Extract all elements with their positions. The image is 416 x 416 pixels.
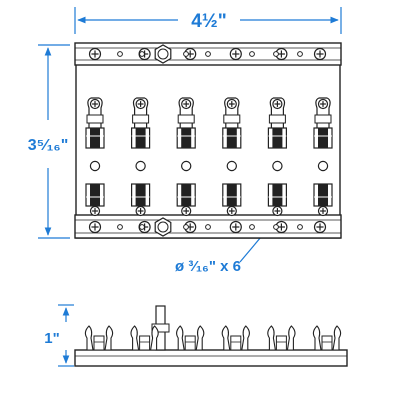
side-view [74,305,348,367]
base-plate [75,43,341,239]
top-bus-hole [273,51,279,57]
bottom-bus-screw-icon [229,220,242,234]
top-bus-screw-icon [184,47,197,61]
side-fuse-clip [312,325,342,351]
bottom-bus-hole [205,224,211,230]
lower-fuse-clip [131,183,151,217]
mounting-hole [317,160,329,172]
clip-screw-icon [89,98,101,110]
lower-fuse-clip [222,183,242,217]
bottom-bus-hole [249,224,255,230]
upper-fuse-clip [85,97,105,149]
side-fuse-clip [221,325,250,351]
top-bus-screw-icon [229,47,242,61]
lower-fuse-clip [85,183,105,217]
bottom-bus-hole [139,224,145,230]
upper-fuse-clip [313,97,333,149]
clip-screw-icon [272,205,283,217]
top-bus-hole [249,51,255,57]
lower-fuse-clip [176,183,196,217]
side-fuse-clip [84,325,114,351]
mounting-hole [135,160,146,172]
mounting-hole [272,160,283,172]
clip-screw-icon [135,205,146,217]
upper-fuse-clip [267,97,287,149]
top-bus-end-screw-icon [88,47,102,61]
bottom-center-hex-nut [154,217,172,237]
bottom-bus-hole [183,224,189,230]
bottom-bus-hole [297,224,303,230]
clip-screw-icon [317,205,329,217]
clip-screw-icon [317,98,329,110]
clip-screw-icon [181,98,192,110]
mounting-hole [180,160,192,172]
bottom-bus-end-screw-icon [313,220,327,234]
top-view [74,42,342,239]
side-fuse-clip [176,325,205,351]
side-height-dimension-label: 1" [44,330,59,347]
bottom-bus-hole [117,224,123,230]
top-bus-bar [74,42,342,66]
top-bus-hole [117,51,123,57]
bottom-bus-bar [74,214,342,239]
clip-screw-icon [226,98,237,110]
mounting-holes [89,160,329,172]
bottom-bus-hole [273,224,279,230]
mounting-hole [226,160,237,172]
top-bus-screws [88,44,327,64]
top-bus-hole [139,51,145,57]
lower-fuse-clip [267,183,287,217]
side-stud-nut [151,323,170,333]
top-bus-end-screw-icon [313,47,327,61]
top-center-hex-nut [154,44,172,64]
clip-screw-icon [89,205,101,217]
clip-screw-icon [226,205,237,217]
upper-fuse-clip [222,97,242,149]
top-bus-hole [183,51,189,57]
width-dimension-label: 4½" [191,11,226,32]
bottom-bus-screws [88,217,327,237]
hole-dimension-label: ø ³⁄₁₆" x 6 [175,258,241,275]
side-base-plate [74,349,348,367]
upper-fuse-clip [176,97,196,149]
upper-fuse-clip [131,97,151,149]
height-dimension-label: 3⁵⁄₁₆" [28,137,69,154]
fuse-clips [85,97,333,217]
bottom-bus-end-screw-icon [88,220,102,234]
clip-screw-icon [135,98,146,110]
lower-fuse-clip [313,183,333,217]
top-bus-hole [297,51,303,57]
mounting-hole [89,160,101,172]
side-fuse-clip [130,325,159,351]
side-fuse-clip [267,325,296,351]
side-fuse-clips [84,325,342,351]
top-bus-hole [205,51,211,57]
clip-screw-icon [272,98,283,110]
clip-screw-icon [181,205,192,217]
